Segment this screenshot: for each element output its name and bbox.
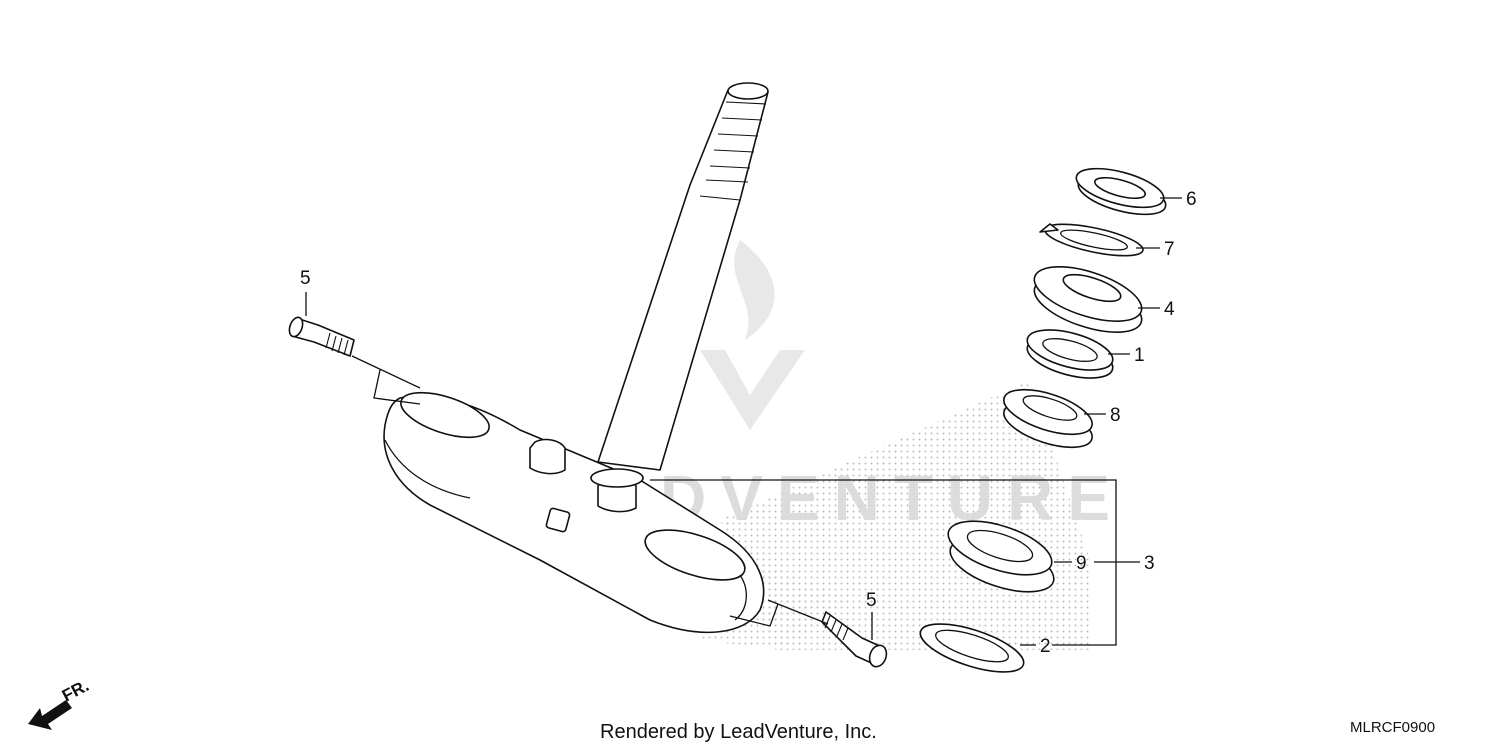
front-direction-indicator: FR. [28,676,92,730]
front-arrow-icon [28,700,72,730]
part-2-dust-seal [919,623,1025,673]
bolt-left [288,316,355,357]
callout-6: 6 [1186,189,1197,210]
diagram-code: MLRCF0900 [1350,719,1435,736]
part-9-bearing [947,520,1055,593]
part-4-adjusting-nut [1033,266,1143,333]
bottom-bridge [383,391,765,634]
leader-lines [305,197,1182,646]
callout-9: 9 [1076,553,1087,574]
callout-5-left: 5 [300,268,311,289]
part-7-lockwasher [1039,223,1144,257]
part-1-dust-seal [1026,329,1114,379]
callout-5-right: 5 [866,590,877,611]
part-8-bearing [1003,388,1093,449]
part-6-locknut [1075,167,1167,216]
callout-2: 2 [1040,636,1051,657]
footer-credit: Rendered by LeadVenture, Inc. [600,721,877,743]
callout-7: 7 [1164,239,1175,260]
bolt-right [821,611,888,668]
callout-3: 3 [1144,553,1155,574]
callout-4: 4 [1164,299,1175,320]
steering-stem [597,82,769,471]
callout-1: 1 [1134,345,1145,366]
callout-8: 8 [1110,405,1121,426]
front-label: FR. [59,676,92,706]
